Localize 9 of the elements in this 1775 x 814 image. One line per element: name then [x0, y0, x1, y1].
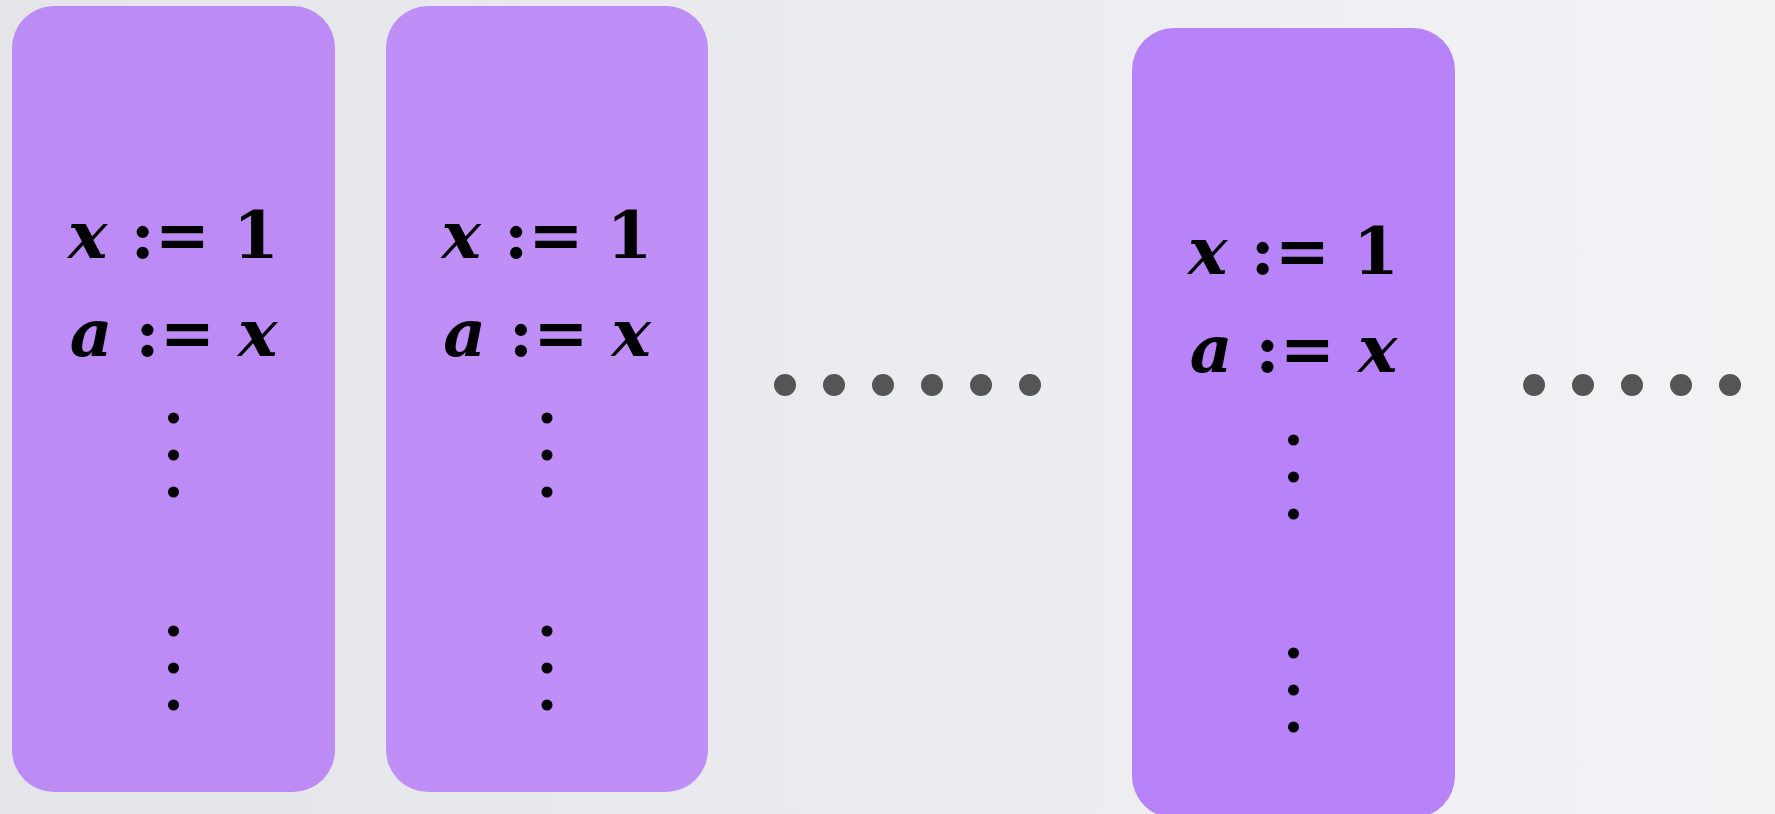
assignment-statement: a := x	[68, 300, 279, 366]
rounded-box	[1132, 28, 1455, 814]
rounded-box	[386, 6, 708, 792]
assignment-statement: a := x	[1188, 316, 1399, 382]
assignment-statement: a := x	[442, 300, 652, 366]
assignment-statement: x := 1	[66, 202, 280, 268]
assignment-statement: x := 1	[1186, 218, 1400, 284]
rounded-box	[12, 6, 335, 792]
assignment-statement: x := 1	[439, 202, 654, 268]
